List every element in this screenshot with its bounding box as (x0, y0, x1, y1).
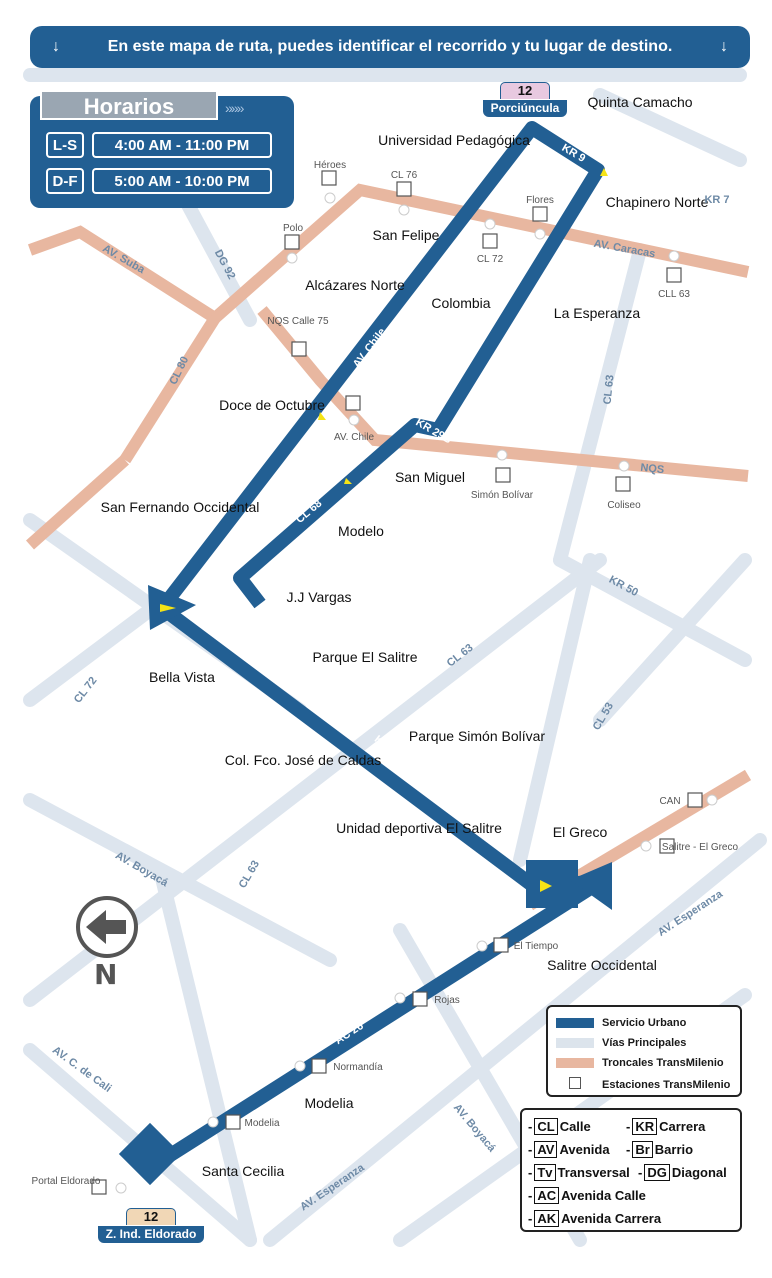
nb-colombia: Colombia (431, 295, 490, 311)
station-can: CAN (659, 796, 680, 807)
arrow-down-icon: ↓ (52, 38, 60, 55)
neighborhood-labels: Quinta Camacho Universidad Pedagógica Ch… (101, 94, 709, 1179)
main-roads (23, 68, 767, 1247)
nb-doce-de-octubre: Doce de Octubre (219, 397, 325, 413)
terminal-name: Z. Ind. Eldorado (97, 1226, 205, 1243)
legend-label: Servicio Urbano (602, 1017, 687, 1029)
terminal-number: 12 (126, 1208, 176, 1225)
nb-santa-cecilia: Santa Cecilia (202, 1163, 285, 1179)
nb-jj-vargas: J.J Vargas (286, 589, 351, 605)
station-el-tiempo: El Tiempo (514, 941, 559, 952)
schedule-time: 5:00 AM - 10:00 PM (92, 168, 272, 194)
abbreviation-item: - Br Barrio (626, 1141, 694, 1158)
abbreviation-item: - KR Carrera (626, 1118, 706, 1135)
nb-unidad-deportiva: Unidad deportiva El Salitre (336, 820, 502, 836)
nb-col-caldas: Col. Fco. José de Caldas (225, 752, 381, 768)
station-polo: Polo (283, 223, 303, 234)
legend-label: Vías Principales (602, 1037, 687, 1049)
street-label-cl72: CL 72 (72, 675, 100, 706)
street-label-nqs: NQS (640, 462, 665, 476)
station-labels: Héroes CL 76 Flores Polo CL 72 CLL 63 NQ… (32, 160, 739, 1187)
legend-item: Estaciones TransMilenio (556, 1077, 730, 1092)
station-portal-eldorado: Portal Eldorado (32, 1176, 101, 1187)
terminal-north: 12 Porciúncula (460, 82, 590, 117)
legend-item: Vías Principales (556, 1037, 686, 1049)
terminal-name: Porciúncula (482, 100, 568, 117)
nb-parque-salitre: Parque El Salitre (312, 649, 417, 665)
arrow-down-icon: ↓ (720, 38, 728, 55)
banner-text: En este mapa de ruta, puedes identificar… (107, 38, 673, 55)
street-label-av-boyaca-south: AV. Boyacá (451, 1102, 498, 1155)
nb-san-fernando: San Fernando Occidental (101, 499, 260, 515)
schedule-title: Horarios (40, 90, 218, 120)
station-nqs-calle75: NQS Calle 75 (267, 316, 329, 327)
station-flores: Flores (526, 195, 554, 206)
north-letter: N (94, 958, 118, 991)
schedule-row: L-S 4:00 AM - 11:00 PM (46, 132, 272, 158)
abbreviation-item: - CL Calle (528, 1118, 591, 1135)
nb-modelia: Modelia (304, 1095, 353, 1111)
station-coliseo: Coliseo (607, 500, 641, 511)
street-label-av-suba: AV. Suba (100, 243, 147, 277)
abbreviation-item: - AV Avenida (528, 1141, 610, 1158)
schedule-days: D-F (46, 168, 84, 194)
legend-swatch (556, 1058, 594, 1068)
legend-label: Troncales TransMilenio (602, 1057, 724, 1069)
legend-label: Estaciones TransMilenio (602, 1078, 731, 1091)
abbreviation-item: - Tv Transversal (528, 1164, 630, 1181)
schedule-panel: Horarios »»» L-S 4:00 AM - 11:00 PM D-F … (30, 90, 294, 208)
station-simon-bolivar: Simón Bolívar (471, 490, 534, 501)
nb-alcazares-norte: Alcázares Norte (305, 277, 405, 293)
chevron-right-icon: »»» (225, 100, 244, 116)
nb-modelo: Modelo (338, 523, 384, 539)
schedule-time: 4:00 AM - 11:00 PM (92, 132, 272, 158)
station-heroes: Héroes (314, 160, 346, 171)
nb-san-felipe: San Felipe (373, 227, 440, 243)
station-av-chile: AV. Chile (334, 432, 374, 443)
nb-la-esperanza: La Esperanza (554, 305, 641, 321)
info-banner: ↓ En este mapa de ruta, puedes identific… (30, 26, 750, 68)
abbreviation-item: - DG Diagonal (638, 1164, 727, 1181)
nb-bella-vista: Bella Vista (149, 669, 215, 685)
north-arrow-icon (76, 896, 138, 958)
schedule-days: L-S (46, 132, 84, 158)
nb-el-greco: El Greco (553, 824, 608, 840)
street-label-cl63-south: CL 63 (237, 859, 262, 891)
street-label-kr7: KR 7 (704, 194, 729, 206)
terminal-south: 12 Z. Ind. Eldorado (86, 1208, 216, 1243)
nb-chapinero-norte: Chapinero Norte (606, 194, 709, 210)
nb-quinta-camacho: Quinta Camacho (587, 94, 692, 110)
abbreviation-item: - AK Avenida Carrera (528, 1210, 662, 1227)
terminal-number: 12 (500, 82, 550, 99)
legend-item: Troncales TransMilenio (556, 1057, 724, 1069)
nb-parque-simon-bolivar: Parque Simón Bolívar (409, 728, 546, 744)
nb-san-miguel: San Miguel (395, 469, 465, 485)
legend-swatch (556, 1018, 594, 1028)
station-icon (556, 1077, 594, 1092)
station-icons (91, 170, 703, 1195)
transmilenio-trunks (25, 183, 752, 911)
station-rojas: Rojas (434, 995, 460, 1006)
station-normandia: Normandía (333, 1062, 383, 1073)
abbreviation-item: - AC Avenida Calle (528, 1187, 646, 1204)
station-cll63: CLL 63 (658, 289, 690, 300)
station-cl72: CL 72 (477, 254, 504, 265)
station-salitre-el-greco: Salitre - El Greco (662, 842, 739, 853)
nb-salitre-occidental: Salitre Occidental (547, 957, 657, 973)
abbreviation-legend: - CL Calle - KR Carrera - AV Avenida - B… (520, 1108, 742, 1232)
nb-universidad: Universidad Pedagógica (378, 132, 530, 148)
legend-swatch (556, 1038, 594, 1048)
street-label-av-esperanza-south: AV. Esperanza (298, 1161, 367, 1213)
map-legend: Servicio Urbano Vías Principales Troncal… (546, 1005, 742, 1097)
street-label-cl63-north: CL 63 (601, 374, 616, 405)
schedule-row: D-F 5:00 AM - 10:00 PM (46, 168, 272, 194)
station-cl76: CL 76 (391, 170, 418, 181)
station-dots (115, 192, 718, 1194)
station-modelia: Modelia (244, 1118, 279, 1129)
direction-markers (160, 168, 608, 892)
route-label-cl67b: CL 67B (229, 608, 262, 645)
legend-item: Servicio Urbano (556, 1017, 686, 1029)
